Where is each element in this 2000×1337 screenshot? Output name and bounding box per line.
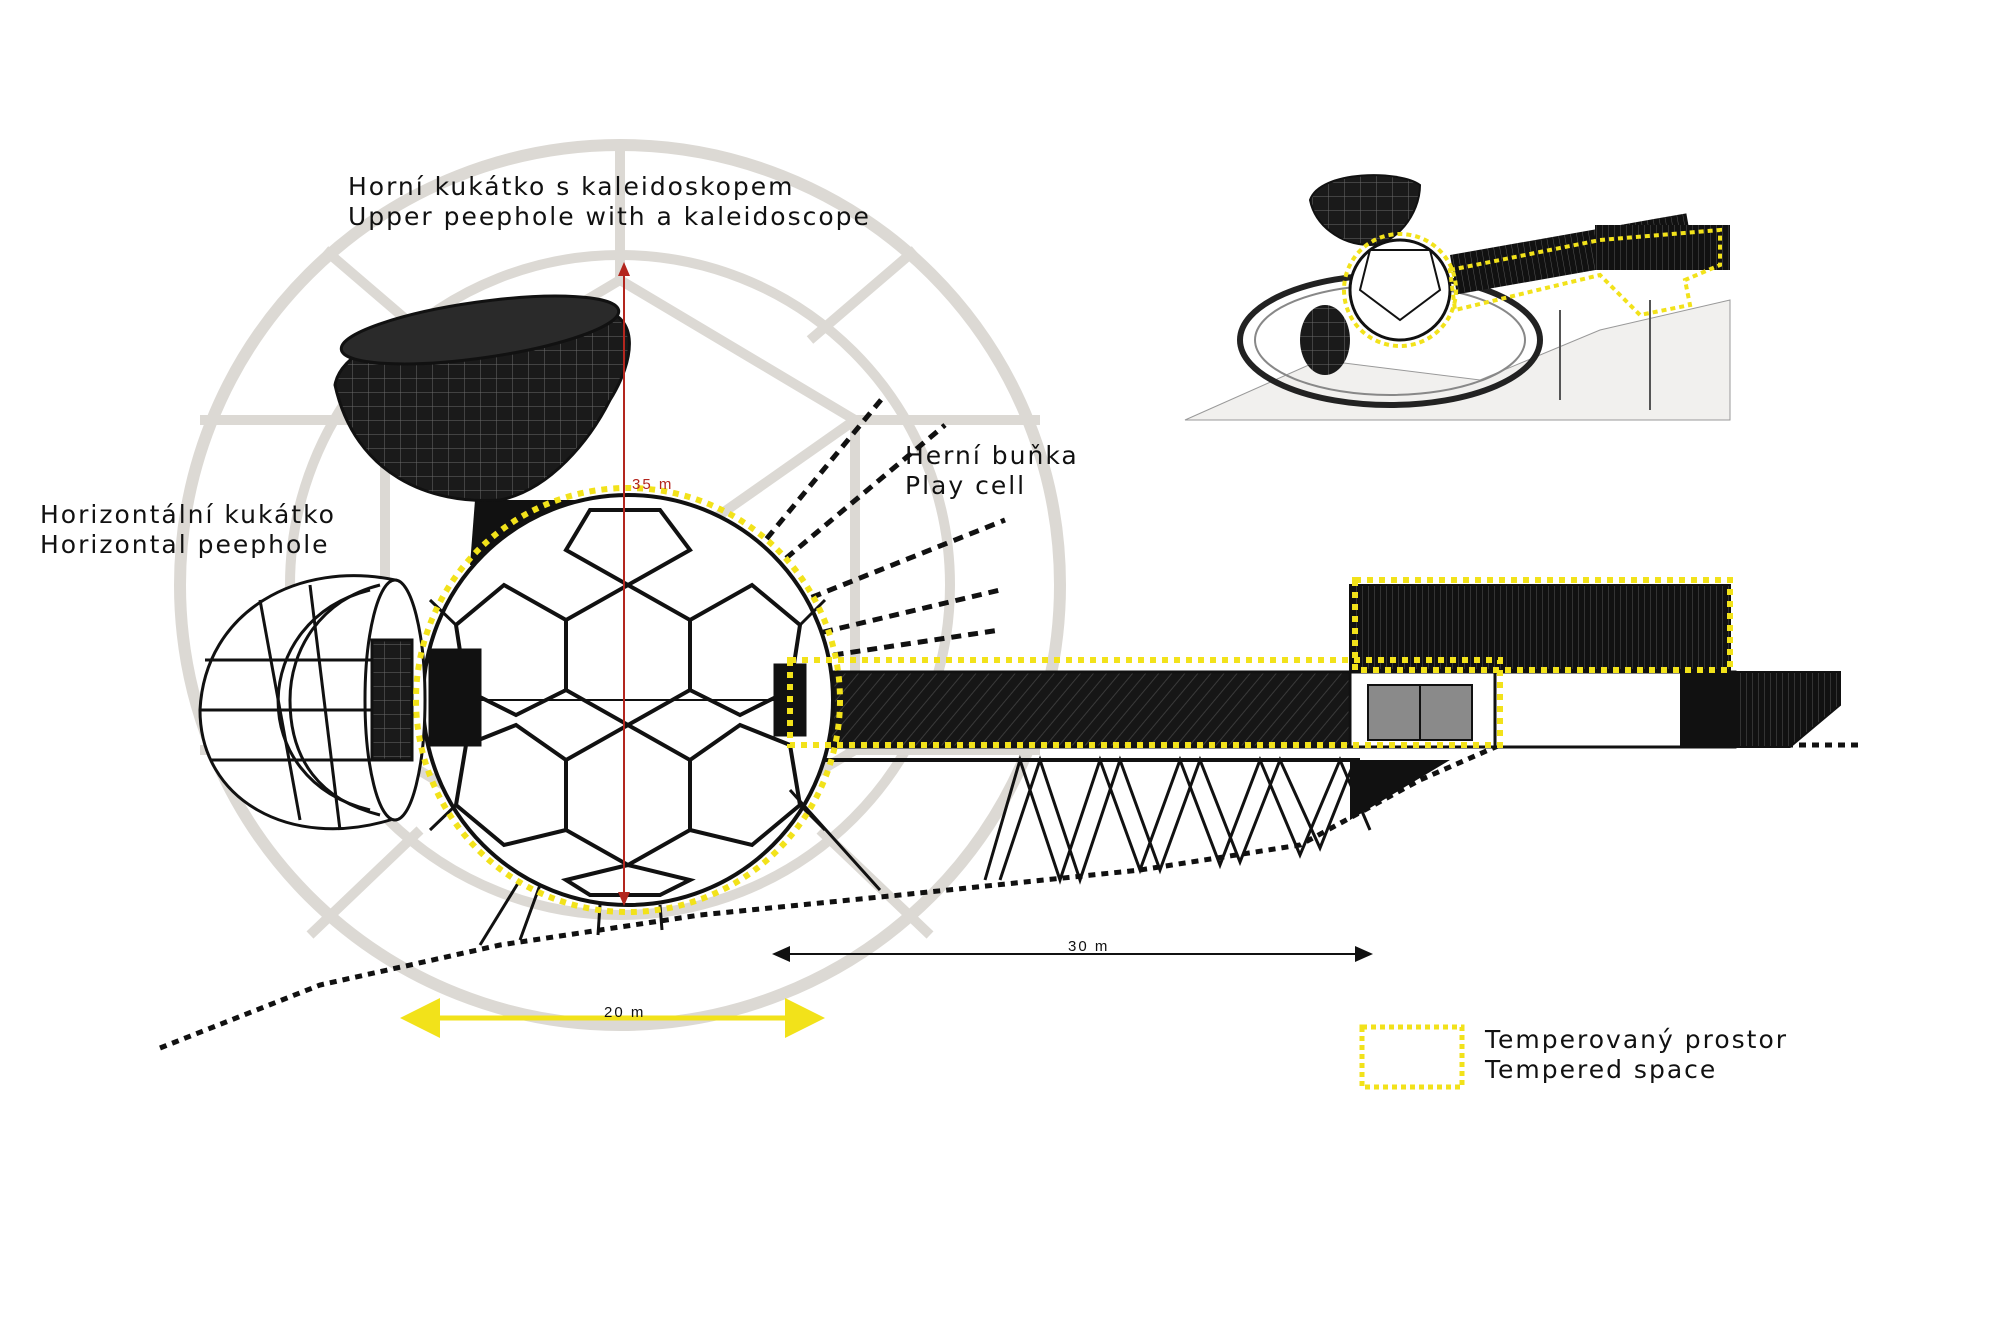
sphere-supports xyxy=(478,788,882,946)
truss-supports xyxy=(800,744,1372,885)
legend-label-en: Tempered space xyxy=(1485,1055,1718,1084)
upper-peephole-label-cz: Horní kukátko s kaleidoskopem xyxy=(348,172,795,201)
inset-perspective-view xyxy=(1184,165,1731,421)
horizontal-peephole-label-en: Horizontal peephole xyxy=(40,530,330,559)
horizontal-peephole-label-cz: Horizontální kukátko xyxy=(40,500,336,529)
walkway-tunnel xyxy=(788,670,1352,749)
walkway-length-dimension-label: 30 m xyxy=(1068,938,1110,955)
building xyxy=(1348,584,1841,820)
legend-label-cz: Temperovaný prostor xyxy=(1485,1025,1789,1054)
main-sphere xyxy=(421,493,835,907)
legend-swatch xyxy=(1359,1024,1465,1090)
upper-peephole-label: Horní kukátko s kaleidoskopem Upper peep… xyxy=(348,172,871,232)
play-cell-rays xyxy=(743,393,1006,663)
play-cell-label-cz: Herní buňka xyxy=(905,441,1079,470)
legend-label: Temperovaný prostor Tempered space xyxy=(1485,1025,1788,1085)
upper-peephole-label-en: Upper peephole with a kaleidoscope xyxy=(348,202,871,231)
play-cell-label-en: Play cell xyxy=(905,471,1027,500)
height-dimension-label: 35 m xyxy=(632,476,674,493)
sphere-width-dimension-label: 20 m xyxy=(604,1004,646,1021)
horizontal-peephole-dish xyxy=(198,574,427,831)
horizontal-peephole-label: Horizontální kukátko Horizontal peephole xyxy=(40,500,336,560)
play-cell-label: Herní buňka Play cell xyxy=(905,441,1079,501)
